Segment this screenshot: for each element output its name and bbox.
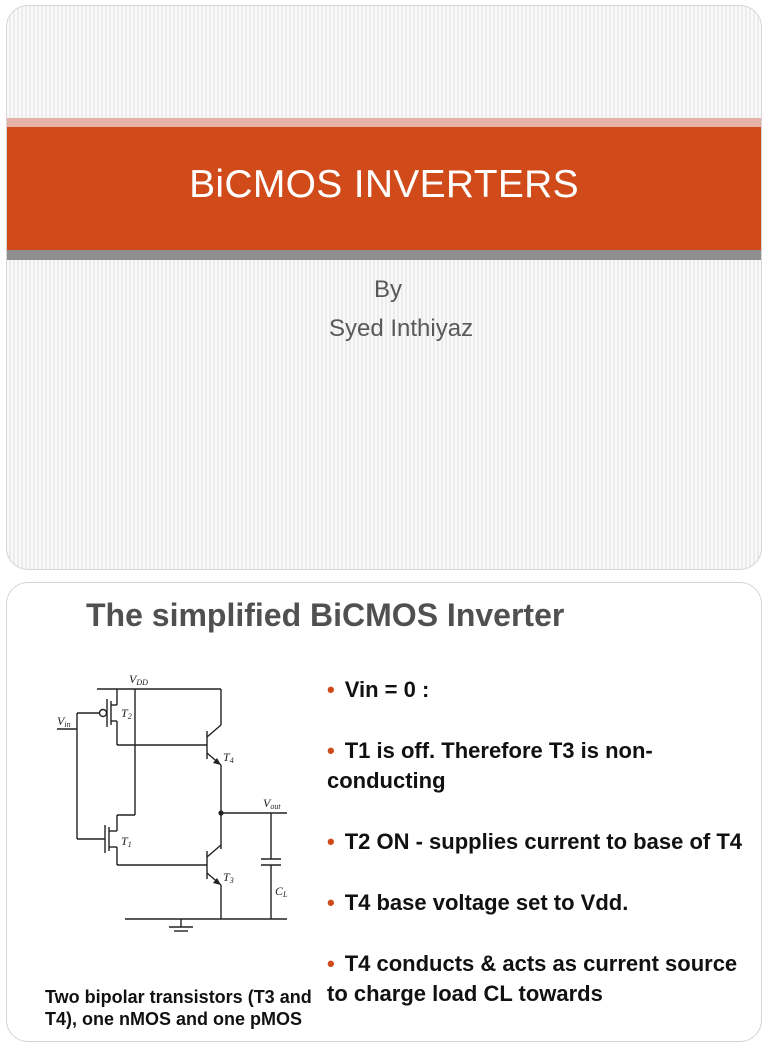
vout-label: Vout [263, 796, 281, 811]
bullet-dot-icon: • [327, 829, 335, 854]
byline-label: By [374, 276, 403, 303]
circuit-caption: Two bipolar transistors (T3 and T4), one… [45, 987, 312, 1029]
bullet-dot-icon: • [327, 738, 335, 763]
slide-heading: The simplified BiCMOS Inverter [86, 597, 565, 633]
title-band [7, 127, 761, 250]
bullet-item: •T4 base voltage set to Vdd. [327, 890, 629, 915]
t4-label: T4 [223, 750, 234, 765]
t1-label: T1 [121, 834, 132, 849]
bullet-item: •T4 conducts & acts as current source to… [327, 951, 738, 1006]
cl-label: CL [275, 884, 288, 899]
bullet-dot-icon: • [327, 677, 335, 702]
bullet-list: •Vin = 0 : •T1 is off. Therefore T3 is n… [327, 675, 747, 1040]
bullet-item: •T2 ON - supplies current to base of T4 [327, 829, 742, 854]
vdd-label: VDD [129, 672, 148, 687]
t3-label: T3 [223, 870, 234, 885]
author-name: Syed Inthiyaz [329, 315, 474, 342]
bullet-dot-icon: • [327, 951, 335, 976]
title-band-bottom [7, 250, 761, 260]
t2-label: T2 [121, 706, 132, 721]
title-band-top [7, 118, 761, 127]
bullet-item: •T1 is off. Therefore T3 is non-conducti… [327, 738, 653, 793]
content-slide: The simplified BiCMOS Inverter [6, 582, 762, 1042]
bullet-dot-icon: • [327, 890, 335, 915]
vin-label: Vin [57, 714, 71, 729]
slide-title: BiCMOS INVERTERS [189, 163, 579, 206]
bicmos-circuit-diagram: VDD Vin Vout T2 T1 T4 T3 CL [57, 672, 288, 932]
bullet-item: •Vin = 0 : [327, 677, 430, 702]
title-slide: BiCMOS INVERTERS By Syed Inthiyaz [6, 5, 762, 570]
